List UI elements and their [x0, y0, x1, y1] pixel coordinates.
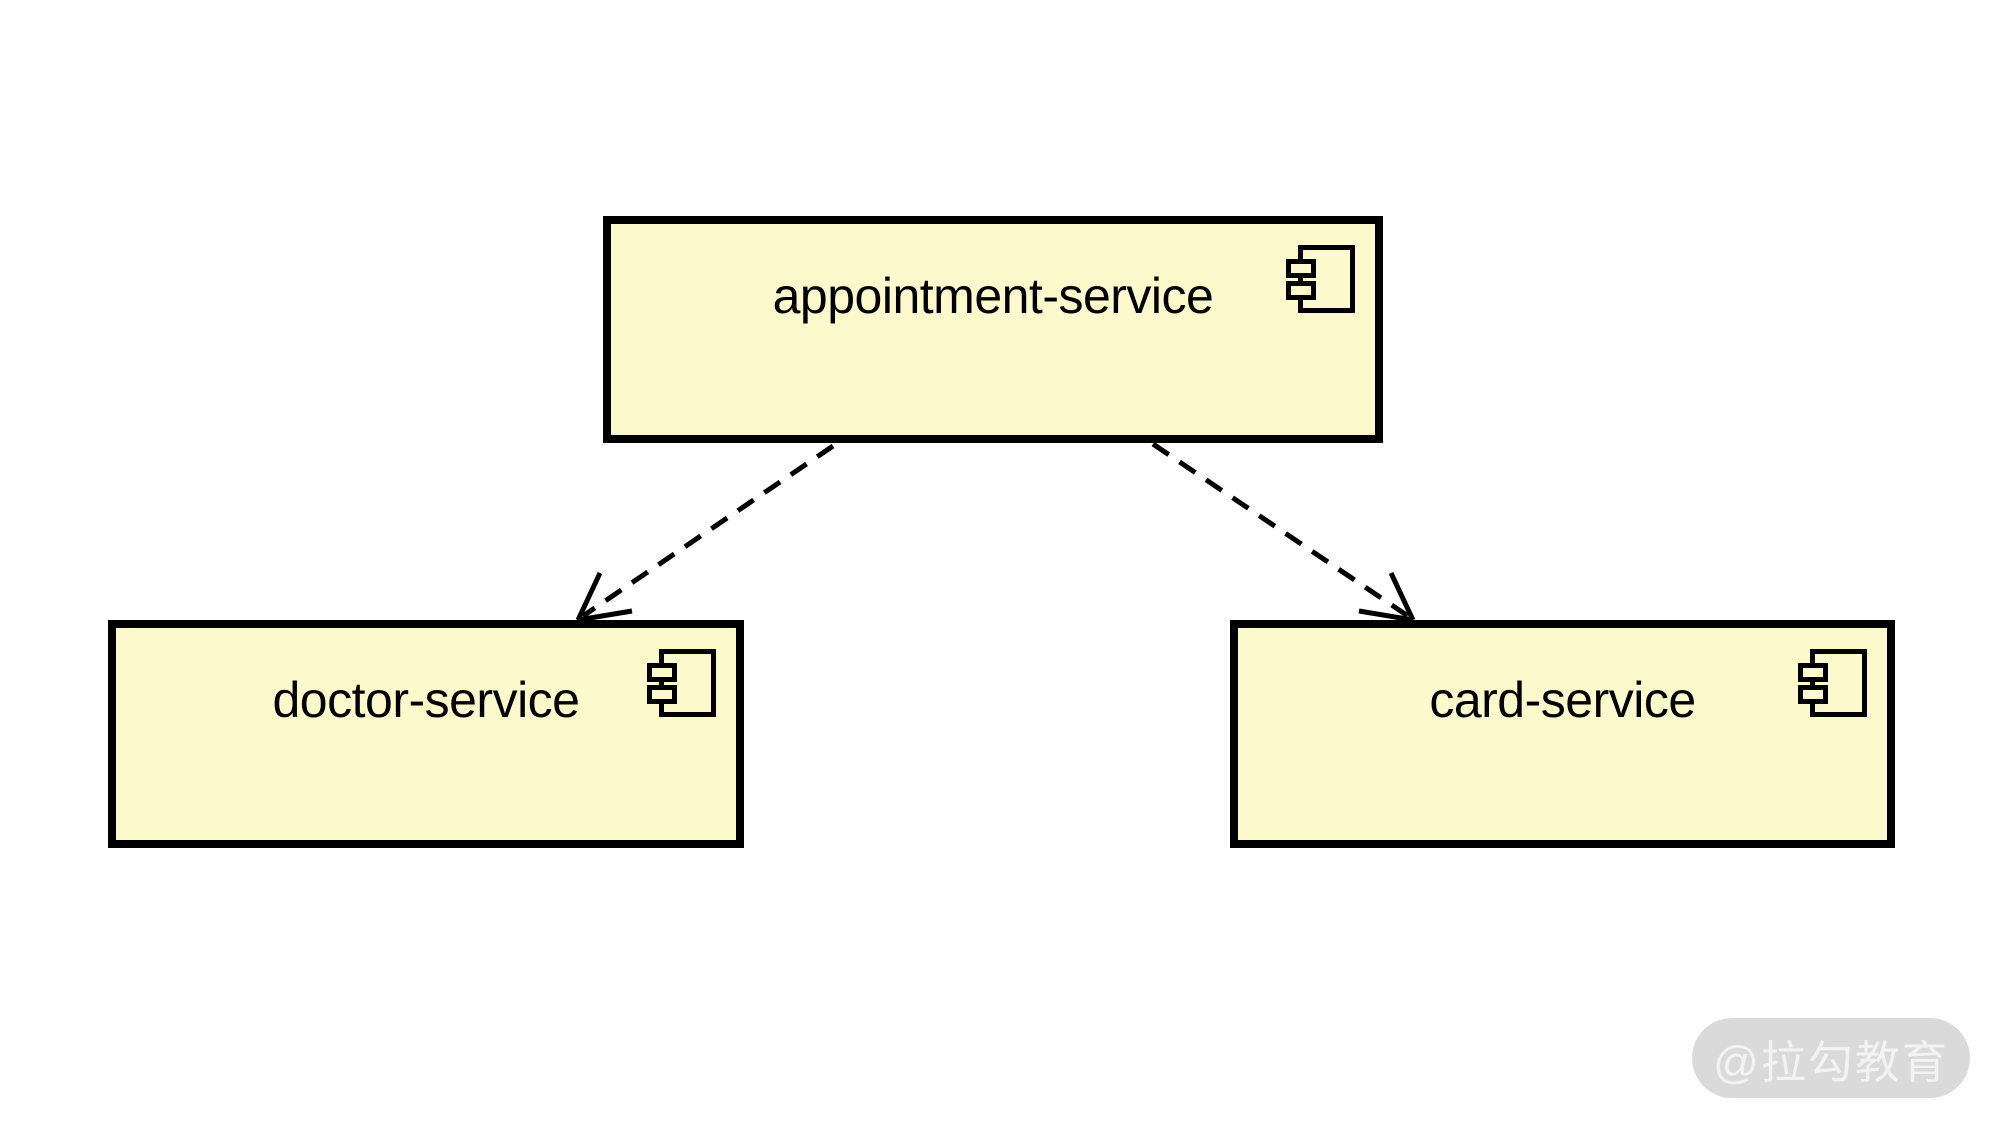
uml-component-icon	[1286, 245, 1355, 313]
uml-component-icon-body	[1298, 245, 1355, 313]
component-label: doctor-service	[272, 672, 581, 728]
uml-component-icon-tab	[1286, 259, 1316, 278]
component-doctor-service[interactable]: doctor-service	[108, 620, 744, 848]
uml-component-icon-body	[1810, 649, 1867, 717]
component-card-service[interactable]: card-service	[1230, 620, 1895, 848]
component-label: appointment-service	[772, 268, 1214, 324]
uml-component-icon-tab	[1798, 663, 1828, 682]
uml-component-icon-tab	[647, 685, 677, 704]
uml-component-icon	[1798, 649, 1867, 717]
watermark-label: @拉勾教育	[1713, 1036, 1949, 1088]
uml-component-icon-tab	[647, 663, 677, 682]
uml-component-icon	[647, 649, 716, 717]
component-appointment-service[interactable]: appointment-service	[603, 216, 1383, 443]
component-label: card-service	[1429, 672, 1696, 728]
uml-component-icon-tab	[1798, 685, 1828, 704]
watermark-badge: @拉勾教育	[1692, 1018, 1970, 1098]
dependency-arrow-to-doctor-service	[575, 443, 835, 623]
uml-component-icon-tab	[1286, 281, 1316, 300]
dependency-arrow-to-card-service	[1151, 441, 1416, 623]
uml-component-icon-body	[659, 649, 716, 717]
